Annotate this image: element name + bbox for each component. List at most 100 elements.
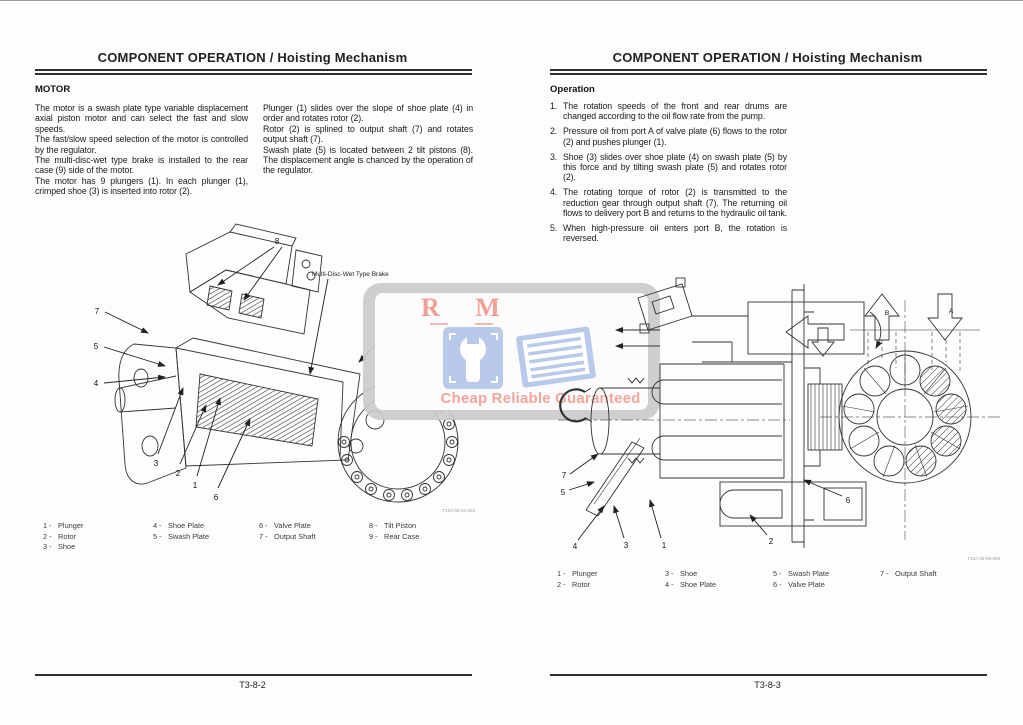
legend-entry: 3 - Shoe [665,569,716,580]
callout-3: 3 [624,541,629,550]
step-item: 2. Pressure oil from port A of valve plat… [550,126,787,147]
watermark: R M Cheap Reliable Guaranteed [363,283,660,420]
step-number: 4. [550,187,558,198]
legend-name: Tilt Piston [384,521,417,530]
step-text: When high-pressure oil enters port B, th… [563,223,787,244]
left-header-rule [35,69,472,75]
legend-number: 6 - [773,579,782,589]
legend-name: Output Shaft [274,531,316,541]
callout-4: 4 [573,542,578,551]
legend-entry: 1 - Plunger [43,521,83,532]
legend-col-3: 6 - Valve Plate 7 - Output Shaft [259,521,316,542]
legend-name: Valve Plate [274,521,311,530]
callout-6: 6 [214,493,219,502]
legend-number: 3 - [665,569,674,578]
motor-drawing [114,223,459,503]
legend-col-4: 7 -Output Shaft [880,569,937,580]
motor-cross-section-figure: 7 5 4 3 1 2 6 B A T12A-02-05-005 [558,277,1002,561]
step-number: 2. [550,126,558,137]
paragraph: Swash plate (5) is located between 2 til… [263,144,473,176]
callout-2: 2 [769,537,774,546]
motor-cutaway-figure: 8 7 5 4 3 2 1 6 9 Multi-Disc-Wet Type Br… [94,223,475,513]
legend-entry: 4 -Shoe Plate [153,521,209,532]
paragraph: Rotor (2) is splined to output shaft (7)… [263,123,473,145]
paragraph: The motor is a swash plate type variable… [35,103,248,134]
legend-entry: 2 -Rotor [43,532,83,543]
callout-leaders [103,246,403,489]
brake-label: Multi-Disc-Wet Type Brake [312,271,389,278]
port-a-label: A [949,308,954,315]
legend-entry: 3 -Shoe [43,542,83,553]
legend-entry: 8 - Tilt Piston [369,521,419,532]
figure-code: T12A-02-05-005 [967,556,1000,561]
figure-code: T12A-02-04-003 [442,508,475,513]
watermark-tagline: Cheap Reliable Guaranteed [440,390,641,407]
paragraph: The motor has 9 plungers (1). In each pl… [35,175,248,197]
step-number: 1. [550,101,558,111]
legend-number: 2 - [557,579,566,589]
legend-col-2: 4 -Shoe Plate 5 - Swash Plate [153,521,209,542]
step-number: 3. [550,151,558,162]
legend-number: 4 - [665,579,674,589]
callout-5: 5 [94,342,99,351]
left-section-heading: MOTOR [35,84,71,95]
watermark-letters: R M [421,293,510,322]
legend-col-1: 1 - Plunger 2 -Rotor 3 -Shoe [43,521,83,553]
legend-name: Rotor [572,579,591,589]
legend-name: Shoe [680,569,698,578]
legend-entry: 2 - Rotor [557,580,597,591]
step-item: 1.The rotation speeds of the front and r… [550,101,787,122]
legend-name: Shoe Plate [680,579,717,589]
paragraph: Plunger (1) slides over the slope of sho… [263,103,473,124]
right-header-rule [550,69,987,75]
section-drawing [559,277,980,548]
corner-brackets-icon [449,333,498,383]
watermark-inner-panel [375,293,648,410]
right-footer-rule [550,674,987,676]
left-intro-column: The motor is a swash plate type variable… [35,103,248,197]
legend-name: Valve Plate [788,579,825,589]
legend-number: 6 - [259,521,268,530]
step-item: 4.The rotating torque of rotor (2) is tr… [550,187,787,218]
legend-number: 7 - [259,531,268,541]
legend-col-3: 5 -Swash Plate 6 -Valve Plate [773,569,829,590]
callout-6: 6 [846,496,851,505]
left-intro-column-2: Plunger (1) slides over the slope of sho… [263,103,473,176]
callout-2: 2 [176,469,181,478]
callout-8: 8 [275,237,280,246]
legend-entry: 1 -Plunger [557,569,597,580]
legend-name: Plunger [58,521,84,530]
right-page-title: COMPONENT OPERATION / Hoisting Mechanism [612,50,923,65]
callout-numbers: 7 5 4 3 1 2 6 [561,471,851,551]
legend-number: 1 - [43,521,52,530]
watermark-dash [430,323,448,325]
callout-7: 7 [562,471,567,480]
legend-name: Plunger [572,569,598,578]
step-number: 5. [550,223,558,234]
legend-number: 5 - [153,531,162,541]
legend-number: 3 - [43,542,52,551]
operation-steps: 1.The rotation speeds of the front and r… [550,101,787,248]
callout-7: 7 [95,307,100,316]
step-item: 3. Shoe (3) slides over shoe plate (4) on… [550,152,787,183]
callout-leaders [568,453,843,541]
legend-number: 8 - [369,521,378,530]
legend-entry: 6 - Valve Plate [773,580,829,591]
step-text: Pressure oil from port A of valve plate … [563,126,787,147]
callout-3: 3 [154,459,159,468]
legend-col-2: 3 - Shoe 4 - Shoe Plate [665,569,716,590]
callout-5: 5 [561,488,566,497]
left-page-title: COMPONENT OPERATION / Hoisting Mechanism [97,50,408,65]
legend-entry: 4 - Shoe Plate [665,580,716,591]
left-page-number: T3-8-2 [239,680,266,690]
right-page-number: T3-8-3 [754,680,781,690]
step-text: Shoe (3) slides over shoe plate (4) on s… [563,151,787,183]
paragraph: The multi-disc-wet type brake is install… [35,155,248,176]
legend-number: 5 - [773,569,782,578]
watermark-dash [475,323,493,325]
legend-col-4: 8 -Tilt Piston 9 -Rear Case [369,521,419,542]
legend-name: Swash Plate [168,531,210,541]
centerlines [558,300,1002,540]
legend-name: Rotor [58,531,77,541]
